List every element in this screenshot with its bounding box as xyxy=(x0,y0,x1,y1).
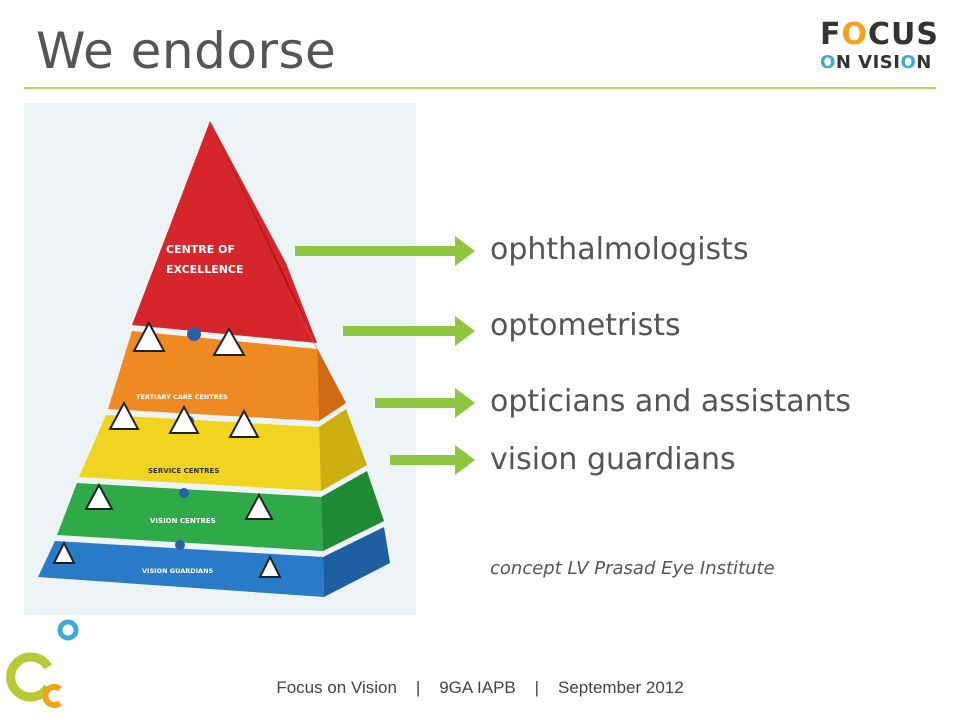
slide-footer: Focus on Vision | 9GA IAPB | September 2… xyxy=(0,678,960,698)
pyramid-tier-service-centres xyxy=(79,415,321,491)
logo-text: N xyxy=(916,52,932,73)
footer-separator: | xyxy=(534,678,540,697)
footer-event: 9GA IAPB xyxy=(439,678,516,697)
tier-label: CENTRE OF xyxy=(166,243,235,256)
pyramid-graphic: CENTRE OF EXCELLENCE TERTIARY CARE CENTR… xyxy=(38,121,390,597)
tier-label: VISION GUARDIANS xyxy=(142,567,214,575)
pyramid-tier-tertiary-care-centres xyxy=(108,331,319,421)
tier-label: TERTIARY CARE CENTRES xyxy=(136,393,228,401)
footer-date: September 2012 xyxy=(557,678,684,697)
logo-text: N VISI xyxy=(835,52,901,73)
logo-text: CUS xyxy=(868,17,939,52)
plus-connector-icon xyxy=(187,327,201,341)
tier-label: EXCELLENCE xyxy=(166,263,244,276)
level-vision-guardians: vision guardians xyxy=(490,442,736,477)
tier-label: SERVICE CENTRES xyxy=(148,467,219,475)
eye-care-icon xyxy=(168,404,200,434)
logo-ring-orange: O xyxy=(841,17,869,52)
focus-on-vision-logo: FOCUS ON VISION xyxy=(820,20,938,76)
pyramid-tier-side xyxy=(323,527,390,597)
footer-separator: | xyxy=(415,678,421,697)
arrow-right-icon xyxy=(343,316,475,346)
slide-title: We endorse xyxy=(36,22,337,80)
tier-label: VISION CENTRES xyxy=(150,517,216,525)
eye-care-icon xyxy=(228,408,260,438)
logo-line-1: FOCUS xyxy=(820,20,938,50)
pyramid-tier-side xyxy=(286,289,346,421)
plus-connector-icon xyxy=(175,540,185,550)
logo-ring-blue: O xyxy=(820,52,836,73)
eye-care-icon xyxy=(212,326,246,356)
arrow-right-icon xyxy=(375,388,475,418)
eye-care-pyramid: CENTRE OF EXCELLENCE TERTIARY CARE CENTR… xyxy=(24,103,416,615)
pyramid-tier-centre-of-excellence xyxy=(132,121,317,343)
eye-care-icon xyxy=(244,492,274,520)
arrow-right-icon xyxy=(390,445,475,475)
eye-care-icon xyxy=(132,320,166,352)
footer-org: Focus on Vision xyxy=(276,678,397,697)
logo-line-2: ON VISION xyxy=(820,54,938,72)
pyramid-tier-side xyxy=(210,121,317,343)
level-optometrists: optometrists xyxy=(490,308,681,343)
logo-text: F xyxy=(820,17,842,52)
plus-connector-icon xyxy=(179,488,189,498)
level-opticians-and-assistants: opticians and assistants xyxy=(490,384,852,419)
level-ophthalmologists: ophthalmologists xyxy=(490,232,749,267)
eye-care-icon xyxy=(84,482,114,510)
pyramid-tier-side xyxy=(321,471,384,551)
pyramid-tier-side xyxy=(319,409,367,491)
eye-care-icon xyxy=(108,400,140,430)
decorative-rings-icon xyxy=(6,619,79,708)
logo-ring-blue: O xyxy=(900,52,917,73)
eye-care-icon xyxy=(258,554,282,578)
eye-care-icon xyxy=(52,540,76,564)
arrow-right-icon xyxy=(295,236,475,266)
concept-credit: concept LV Prasad Eye Institute xyxy=(490,558,775,579)
title-divider xyxy=(24,87,936,89)
pyramid-tier-vision-guardians xyxy=(38,541,324,597)
